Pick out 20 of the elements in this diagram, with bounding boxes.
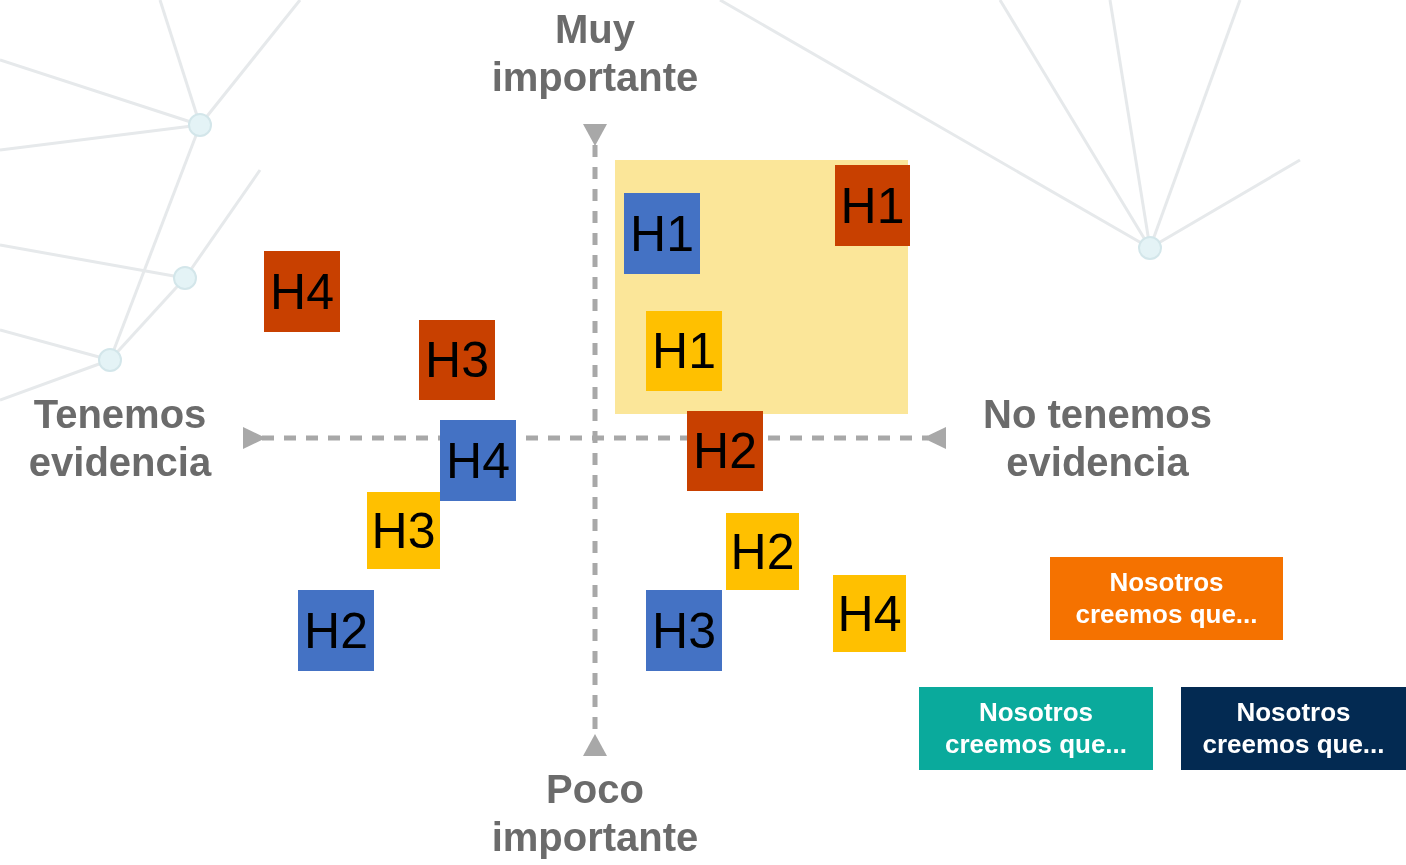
hypothesis-tag: H2 <box>726 513 799 590</box>
hypothesis-tag: H1 <box>646 311 722 391</box>
hypothesis-tag: H3 <box>419 320 495 400</box>
statement-card: Nosotros creemos que... <box>1181 687 1406 770</box>
axis-label: Muy importante <box>490 6 700 101</box>
statement-card: Nosotros creemos que... <box>1050 557 1283 640</box>
highlight-region <box>615 160 908 414</box>
hypothesis-tag: H1 <box>624 193 700 274</box>
hypothesis-tag: H1 <box>835 165 910 246</box>
hypothesis-tag: H4 <box>833 575 906 652</box>
axis-label: Poco importante <box>490 766 700 861</box>
statement-card: Nosotros creemos que... <box>919 687 1153 770</box>
hypothesis-tag: H4 <box>440 420 516 501</box>
axis-label: No tenemos evidencia <box>982 391 1213 486</box>
hypothesis-tag: H2 <box>687 411 763 491</box>
hypothesis-tag: H4 <box>264 251 340 332</box>
axis-label: Tenemos evidencia <box>27 391 213 486</box>
hypothesis-tag: H3 <box>367 492 440 569</box>
hypothesis-tag: H3 <box>646 590 722 671</box>
hypothesis-tag: H2 <box>298 590 374 671</box>
